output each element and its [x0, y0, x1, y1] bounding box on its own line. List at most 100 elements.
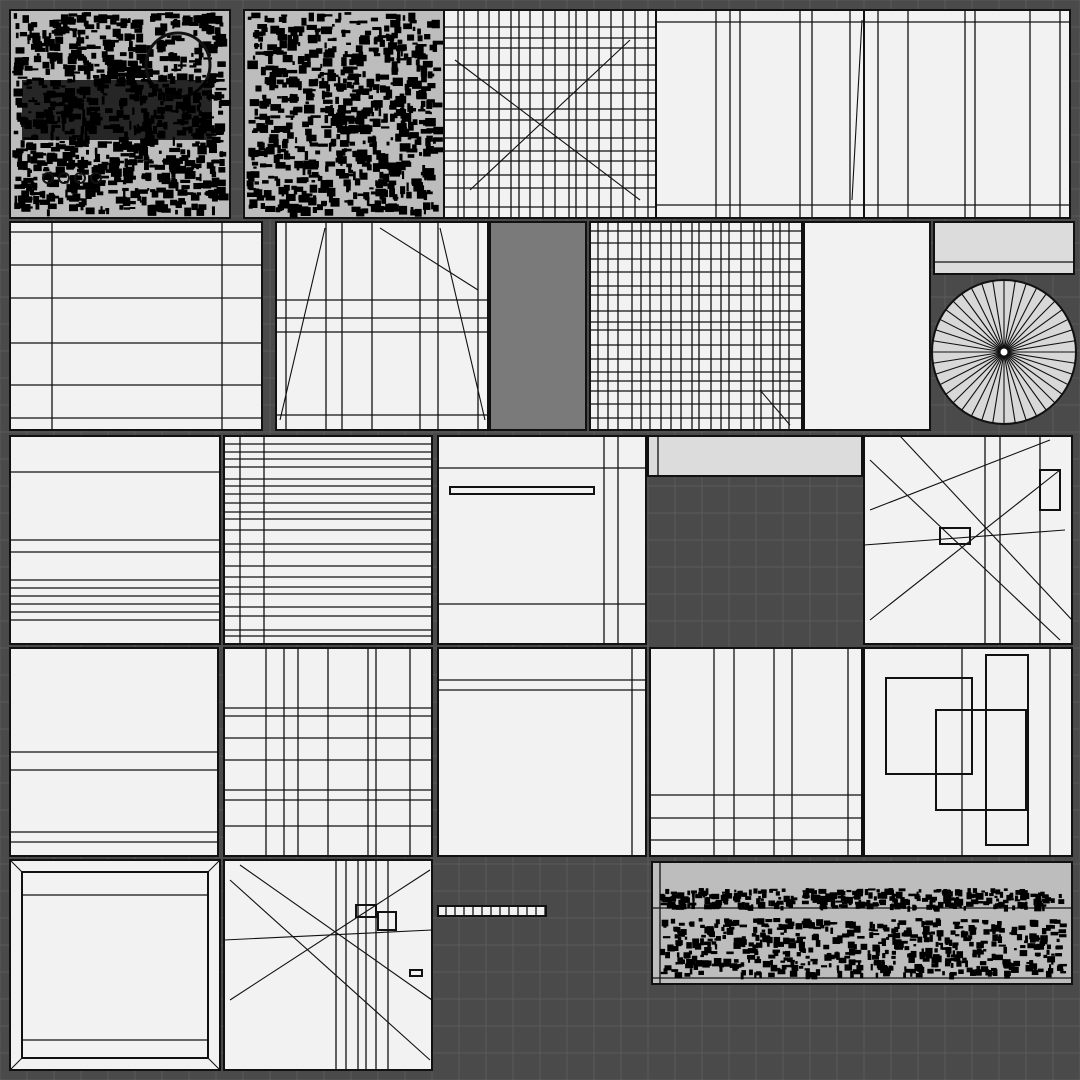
dense-edge-cluster: [139, 54, 143, 62]
dense-edge-cluster: [255, 31, 264, 37]
dense-edge-cluster: [420, 65, 428, 71]
dense-edge-cluster: [129, 152, 136, 158]
dense-edge-cluster: [169, 182, 178, 189]
dense-edge-cluster: [868, 928, 874, 931]
dense-edge-cluster: [836, 965, 840, 971]
dense-edge-cluster: [212, 35, 220, 40]
dense-edge-cluster: [46, 209, 50, 217]
dense-edge-cluster: [106, 154, 110, 159]
dense-edge-cluster: [932, 922, 938, 928]
dense-edge-cluster: [106, 208, 110, 215]
dense-edge-cluster: [66, 162, 78, 167]
dense-edge-cluster: [128, 41, 133, 49]
dense-edge-cluster: [829, 892, 838, 900]
dense-edge-cluster: [42, 160, 46, 166]
dense-edge-cluster: [119, 52, 127, 57]
dense-edge-cluster: [1016, 934, 1023, 941]
dense-edge-cluster: [189, 65, 197, 68]
island-r4-c5: [863, 647, 1073, 857]
dense-edge-cluster: [267, 44, 278, 51]
dense-edge-cluster: [989, 929, 994, 932]
dense-edge-cluster: [117, 72, 128, 77]
dense-edge-cluster: [857, 961, 861, 968]
dense-edge-cluster: [753, 888, 758, 894]
dense-edge-cluster: [125, 200, 136, 205]
dense-edge-cluster: [872, 944, 880, 952]
dense-edge-cluster: [912, 904, 916, 911]
dense-edge-cluster: [218, 129, 225, 135]
dense-edge-cluster: [255, 51, 266, 55]
dense-edge-cluster: [795, 923, 803, 930]
dense-edge-cluster: [929, 901, 933, 905]
dense-edge-cluster: [138, 150, 148, 156]
dense-edge-cluster: [301, 61, 311, 68]
dense-edge-cluster: [57, 197, 64, 205]
dense-edge-cluster: [141, 173, 147, 180]
dense-edge-cluster: [81, 198, 87, 206]
dense-edge-cluster: [63, 24, 68, 29]
dense-edge-cluster: [714, 923, 719, 928]
dense-edge-cluster: [776, 967, 781, 971]
dense-edge-cluster: [815, 969, 821, 976]
dense-edge-cluster: [369, 187, 374, 190]
dense-edge-cluster: [139, 144, 148, 152]
dense-edge-cluster: [431, 202, 434, 210]
island-border: [647, 435, 863, 477]
dense-edge-cluster: [408, 105, 414, 114]
dense-edge-cluster: [1003, 946, 1008, 954]
dense-edge-cluster: [312, 206, 318, 214]
dense-edge-cluster: [39, 199, 51, 205]
dense-edge-cluster: [115, 148, 123, 151]
dense-edge-cluster: [936, 955, 942, 961]
dense-edge-cluster: [391, 61, 398, 70]
dense-edge-cluster: [684, 936, 688, 940]
dense-edge-cluster: [396, 123, 407, 130]
dense-edge-cluster: [781, 964, 787, 970]
dense-edge-cluster: [894, 944, 902, 950]
dense-edge-cluster: [923, 937, 930, 943]
dense-edge-cluster: [340, 163, 343, 166]
dense-edge-cluster: [410, 132, 419, 139]
uv-edge: [1003, 351, 1076, 364]
dense-edge-cluster: [873, 959, 882, 966]
dense-edge-cluster: [276, 178, 281, 187]
dense-edge-cluster: [251, 161, 259, 166]
dense-edge-cluster: [32, 152, 44, 159]
dense-edge-cluster: [755, 942, 763, 948]
dense-edge-cluster: [936, 930, 944, 937]
dense-edge-cluster: [855, 902, 861, 909]
dense-edge-cluster: [980, 966, 989, 972]
dense-edge-cluster: [1003, 888, 1008, 892]
island-r5-c2: [223, 859, 433, 1071]
dense-edge-cluster: [1018, 925, 1026, 931]
dense-edge-cluster: [700, 924, 705, 929]
dense-edge-cluster: [143, 156, 150, 161]
dense-edge-cluster: [433, 204, 439, 212]
dense-edge-cluster: [302, 121, 309, 128]
dense-edge-cluster: [943, 895, 952, 902]
dense-edge-cluster: [63, 64, 68, 70]
dense-edge-cluster: [45, 162, 48, 166]
dense-edge-cluster: [338, 84, 343, 92]
uv-edge: [869, 459, 1061, 641]
dense-edge-cluster: [209, 195, 214, 198]
dense-edge-cluster: [22, 15, 29, 23]
dense-edge-cluster: [96, 191, 104, 196]
dense-edge-cluster: [956, 960, 962, 967]
dense-edge-cluster: [347, 173, 355, 177]
dense-edge-cluster: [385, 13, 397, 19]
dense-edge-cluster: [713, 957, 722, 965]
dense-edge-cluster: [762, 960, 771, 968]
dense-edge-cluster: [1041, 927, 1047, 935]
dense-edge-cluster: [289, 110, 296, 115]
dense-edge-cluster: [420, 100, 426, 107]
dense-edge-cluster: [309, 137, 312, 144]
dense-edge-cluster: [818, 898, 825, 903]
dense-edge-cluster: [335, 124, 343, 128]
dense-edge-cluster: [372, 163, 380, 172]
dense-edge-cluster: [294, 146, 300, 149]
dense-edge-cluster: [673, 926, 679, 932]
dense-edge-cluster: [963, 937, 971, 942]
dense-edge-cluster: [199, 19, 209, 29]
